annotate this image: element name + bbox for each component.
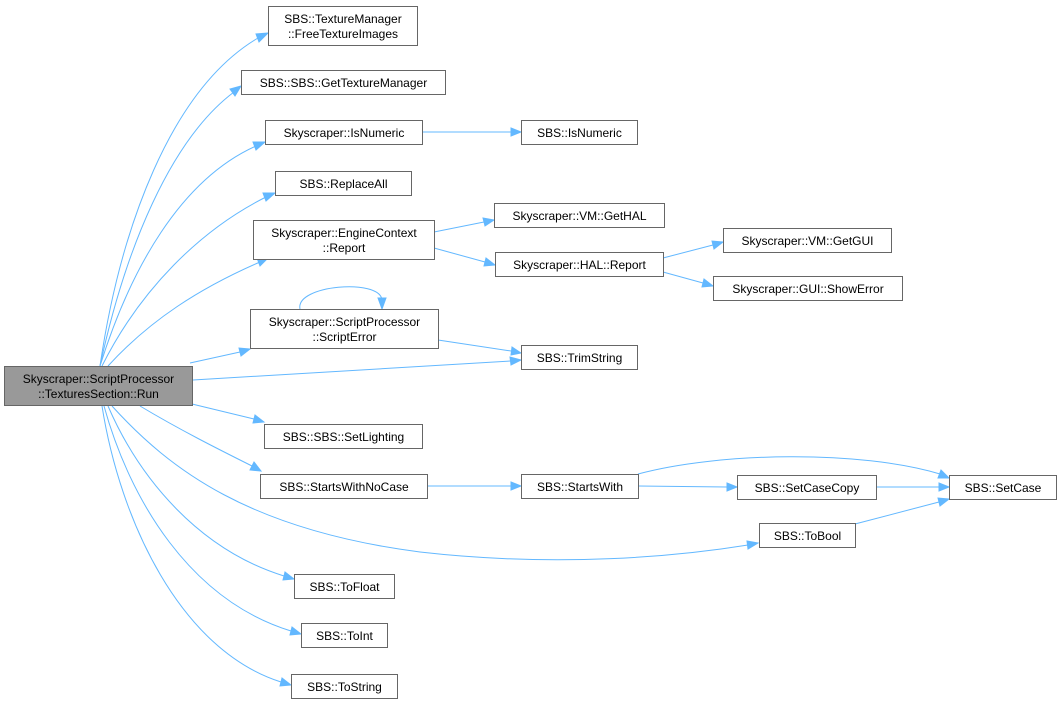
edge-root-replace-all [101, 196, 267, 367]
node-label-line-2: ::ScriptError [312, 330, 376, 344]
node-label: Skyscraper::VM::GetHAL [512, 209, 646, 223]
arrowhead [279, 677, 293, 687]
node-sky-is-numeric[interactable]: Skyscraper::IsNumeric [265, 120, 423, 145]
node-vm-get-hal[interactable]: Skyscraper::VM::GetHAL [494, 203, 665, 228]
edge-root-to-string [101, 405, 282, 683]
edge-engine-report-hal-report [433, 247, 486, 263]
edge-script-error-self [299, 286, 383, 310]
node-label-line-1: Skyscraper::EngineContext [271, 226, 417, 240]
edge-script-error-trim-string [437, 339, 512, 352]
node-label: SBS::ToBool [774, 529, 841, 543]
edge-root-sky-is-numeric [99, 145, 257, 367]
node-label: SBS::SetCase [965, 481, 1042, 495]
edge-root-set-lighting [191, 403, 255, 420]
node-label: SBS::SBS::GetTextureManager [260, 76, 427, 90]
node-to-int[interactable]: SBS::ToInt [301, 623, 388, 648]
arrowhead [483, 257, 497, 267]
edge-root-get-texture-manager [99, 91, 235, 367]
edges [99, 32, 951, 687]
node-label-line-1: SBS::TextureManager [284, 12, 401, 26]
node-starts-with-no-case[interactable]: SBS::StartsWithNoCase [260, 474, 428, 499]
node-label: SBS::ToFloat [309, 580, 380, 594]
arrowhead [377, 297, 387, 311]
node-set-case[interactable]: SBS::SetCase [949, 475, 1057, 500]
node-script-error[interactable]: Skyscraper::ScriptProcessor ::ScriptErro… [250, 309, 439, 349]
node-label: SBS::StartsWith [537, 480, 623, 494]
node-vm-get-gui[interactable]: Skyscraper::VM::GetGUI [723, 228, 892, 253]
node-label: SBS::SetCaseCopy [755, 481, 860, 495]
edge-root-to-bool [111, 405, 749, 561]
edge-starts-with-set-case [637, 456, 941, 475]
node-get-texture-manager[interactable]: SBS::SBS::GetTextureManager [241, 70, 446, 95]
node-label-line-1: Skyscraper::ScriptProcessor [269, 315, 420, 329]
arrowhead [229, 85, 243, 97]
arrowhead [289, 626, 303, 636]
node-label: SBS::ReplaceAll [299, 177, 387, 191]
arrowhead [238, 347, 252, 357]
arrowhead [937, 497, 951, 507]
node-label: Skyscraper::VM::GetGUI [741, 234, 873, 248]
node-engine-report[interactable]: Skyscraper::EngineContext ::Report [253, 220, 435, 260]
node-set-lighting[interactable]: SBS::SBS::SetLighting [264, 424, 423, 449]
node-label-line-2: ::FreeTextureImages [288, 27, 398, 41]
arrowhead [255, 32, 270, 43]
arrowhead [938, 482, 951, 492]
edge-root-starts-with-no-case [139, 405, 253, 467]
edge-engine-report-get-hal [433, 221, 485, 233]
node-root[interactable]: Skyscraper::ScriptProcessor ::TexturesSe… [4, 366, 193, 406]
node-trim-string[interactable]: SBS::TrimString [521, 345, 638, 370]
node-label: Skyscraper::GUI::ShowError [732, 282, 883, 296]
arrowhead [282, 571, 296, 581]
node-label: Skyscraper::HAL::Report [513, 258, 646, 272]
node-to-string[interactable]: SBS::ToString [291, 674, 398, 699]
edge-root-engine-report [107, 261, 261, 367]
edge-hal-report-show-error [662, 271, 704, 284]
node-label: SBS::ToString [307, 680, 382, 694]
node-set-case-copy[interactable]: SBS::SetCaseCopy [737, 475, 877, 500]
node-free-texture-images[interactable]: SBS::TextureManager ::FreeTextureImages [268, 6, 418, 46]
node-label-line-2: ::Report [323, 241, 366, 255]
node-to-float[interactable]: SBS::ToFloat [294, 574, 395, 599]
edge-root-to-int [103, 405, 292, 632]
arrowhead [510, 127, 523, 137]
arrowhead [252, 414, 266, 424]
edge-starts-with-set-case-copy [637, 485, 728, 488]
edge-hal-report-get-gui [662, 244, 714, 259]
arrowhead [510, 346, 523, 356]
edge-root-to-float [107, 405, 285, 577]
edge-root-trim-string [192, 360, 512, 381]
edge-root-script-error [189, 351, 241, 364]
node-starts-with[interactable]: SBS::StartsWith [521, 474, 639, 499]
edge-to-bool-set-case [854, 501, 940, 525]
node-label: SBS::StartsWithNoCase [279, 480, 409, 494]
edge-root-free-texture-images [99, 37, 259, 367]
node-replace-all[interactable]: SBS::ReplaceAll [275, 171, 412, 196]
node-label-line-1: Skyscraper::ScriptProcessor [23, 372, 174, 386]
node-hal-report[interactable]: Skyscraper::HAL::Report [495, 252, 664, 277]
node-label-line-2: ::TexturesSection::Run [38, 387, 159, 401]
arrowhead [482, 217, 496, 227]
arrowhead [252, 141, 267, 151]
node-label: SBS::IsNumeric [537, 126, 622, 140]
arrowhead [509, 356, 523, 366]
arrowhead [262, 192, 277, 202]
arrowhead [701, 278, 715, 288]
arrowhead [726, 482, 739, 492]
node-label: SBS::TrimString [537, 351, 623, 365]
node-label: SBS::SBS::SetLighting [283, 430, 404, 444]
arrowhead [937, 469, 951, 479]
arrowhead [510, 481, 523, 491]
node-label: SBS::ToInt [316, 629, 373, 643]
node-label: Skyscraper::IsNumeric [284, 126, 405, 140]
arrowhead [711, 240, 725, 250]
node-sbs-is-numeric[interactable]: SBS::IsNumeric [521, 120, 638, 145]
arrowhead [249, 461, 263, 472]
nodes: Skyscraper::ScriptProcessor ::TexturesSe… [4, 6, 1057, 699]
node-gui-show-error[interactable]: Skyscraper::GUI::ShowError [713, 276, 903, 301]
node-to-bool[interactable]: SBS::ToBool [759, 523, 856, 548]
arrowhead [746, 540, 760, 550]
